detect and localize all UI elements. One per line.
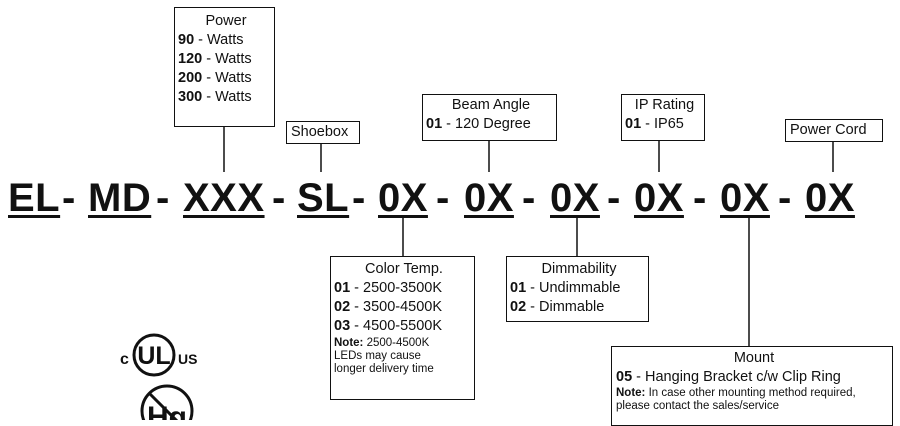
color-temp-option: 01 - 2500-3500K (334, 280, 443, 296)
color-temp-option: 02 - 3500-4500K (334, 299, 443, 315)
ip-rating-option: 01 - IP65 (625, 116, 684, 132)
dimmability-option: 02 - Dimmable (510, 299, 605, 315)
code-separator: - (522, 176, 536, 220)
power-option: 200 - Watts (178, 70, 252, 86)
color-temp-title: Color Temp. (365, 261, 443, 277)
power-option: 120 - Watts (178, 51, 252, 67)
shoebox-box: Shoebox (286, 121, 360, 144)
ip-rating-title: IP Rating (634, 97, 695, 113)
ul-c-mark: c (120, 351, 129, 368)
mount-option: 05 - Hanging Bracket c/w Clip Ring (616, 369, 841, 385)
code-segment: 0X (550, 176, 600, 220)
power-option: 90 - Watts (178, 32, 244, 48)
code-separator: - (352, 176, 366, 220)
dimmability-title: Dimmability (541, 261, 617, 277)
dimmability-box: Dimmability 01 - Undimmable 02 - Dimmabl… (506, 256, 649, 322)
code-segment: 0X (378, 176, 428, 220)
code-separator: - (156, 176, 170, 220)
power-cord-title: Power Cord (790, 122, 867, 138)
mount-note: Note: In case other mounting method requ… (616, 387, 856, 412)
product-code: EL - MD - XXX - SL - 0X - 0X - 0X - 0X -… (0, 176, 900, 226)
mount-title: Mount (733, 350, 775, 366)
color-temp-box: Color Temp. 01 - 2500-3500K 02 - 3500-45… (330, 256, 475, 400)
code-segment: 0X (634, 176, 684, 220)
beam-angle-box: Beam Angle 01 - 120 Degree (422, 94, 557, 141)
shoebox-title: Shoebox (291, 124, 349, 140)
power-box: Power 90 - Watts 120 - Watts 200 - Watts… (174, 7, 275, 127)
ul-listed-logo: c UL US (118, 332, 218, 378)
beam-angle-option: 01 - 120 Degree (426, 116, 531, 132)
power-title: Power (205, 13, 247, 29)
beam-angle-title: Beam Angle (451, 97, 531, 113)
code-segment: 0X (464, 176, 514, 220)
power-cord-box: Power Cord (785, 119, 883, 142)
code-separator: - (693, 176, 707, 220)
color-temp-option: 03 - 4500-5500K (334, 318, 443, 334)
dimmability-option: 01 - Undimmable (510, 280, 621, 296)
code-segment: MD (88, 176, 152, 220)
code-separator: - (272, 176, 286, 220)
code-separator: - (436, 176, 450, 220)
code-segment: EL (8, 176, 61, 220)
code-separator: - (607, 176, 621, 220)
code-segment: 0X (720, 176, 770, 220)
code-segment: 0X (805, 176, 855, 220)
ul-center-mark: UL (137, 342, 170, 370)
code-segment: XXX (183, 176, 265, 220)
color-temp-note: Note: 2500-4500K LEDs may cause longer d… (334, 337, 434, 375)
mercury-free-logo: Hg (132, 383, 202, 426)
mount-box: Mount 05 - Hanging Bracket c/w Clip Ring… (611, 346, 893, 426)
code-separator: - (778, 176, 792, 220)
code-segment: SL (297, 176, 350, 220)
code-separator: - (62, 176, 76, 220)
power-option: 300 - Watts (178, 89, 252, 105)
ul-us-mark: US (178, 351, 197, 367)
ip-rating-box: IP Rating 01 - IP65 (621, 94, 705, 141)
